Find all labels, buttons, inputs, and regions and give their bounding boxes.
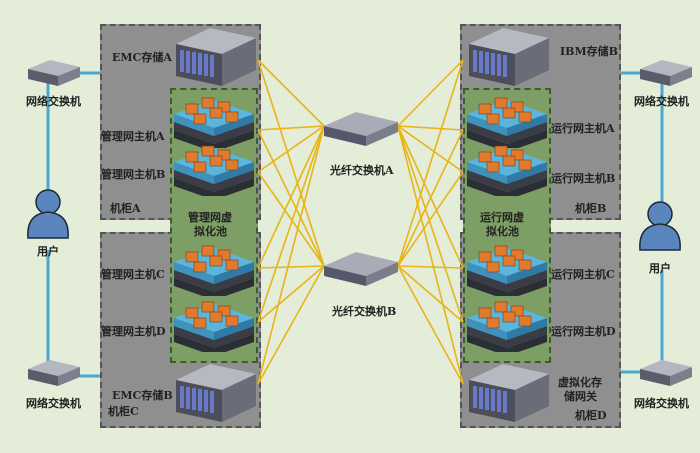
- fc-switch-a-icon: [324, 112, 398, 146]
- storage-gateway-icon: [469, 364, 549, 422]
- network-switch-icon: [28, 60, 80, 86]
- storage-gateway-label-1: 虚拟化存: [558, 376, 602, 389]
- host-label-mgmt-d: 管理网主机D: [101, 325, 166, 338]
- host-label-run-a: 运行网主机A: [551, 122, 615, 135]
- fiber-link: [257, 59, 325, 267]
- fiber-link: [397, 265, 464, 385]
- fc-switch-b-icon: [324, 252, 398, 286]
- fiber-link: [257, 125, 325, 269]
- esx-host-icon: [174, 145, 254, 196]
- fiber-link: [397, 265, 464, 269]
- fiber-link: [397, 125, 464, 385]
- host-label-run-b: 运行网主机B: [551, 172, 616, 185]
- cabinet-label-d: 机柜D: [575, 409, 607, 422]
- fiber-link: [257, 125, 325, 131]
- fiber-link: [257, 265, 325, 323]
- user-label: 用户: [37, 245, 59, 258]
- fiber-link: [397, 125, 464, 269]
- emc-storage-b-icon: [176, 364, 256, 422]
- fiber-link: [257, 125, 325, 385]
- user-icon: [639, 201, 681, 251]
- network-switch-label: 网络交换机: [634, 397, 689, 410]
- host-label-run-d: 运行网主机D: [551, 325, 616, 338]
- esx-host-icon: [467, 245, 547, 296]
- fiber-link: [257, 265, 325, 385]
- network-switch-icon: [640, 360, 692, 386]
- network-switch-icon: [640, 60, 692, 86]
- pool-label-mgmt-2: 拟化池: [194, 225, 227, 238]
- esx-host-icon: [174, 97, 254, 148]
- user-icon: [27, 189, 69, 239]
- fiber-link: [397, 265, 464, 323]
- storage-gateway-label-2: 储网关: [564, 390, 597, 403]
- storage-label-emc-b: EMC存储B: [112, 389, 173, 402]
- fiber-link: [257, 265, 325, 269]
- esx-host-icon: [467, 301, 547, 352]
- storage-label-ibm-b: IBM存储B: [560, 45, 618, 58]
- fc-switch-label-a: 光纤交换机A: [330, 164, 394, 177]
- cabinet-label-a: 机柜A: [110, 202, 141, 215]
- network-switch-label: 网络交换机: [26, 95, 81, 108]
- fiber-link: [257, 125, 325, 173]
- pool-label-run-1: 运行网虚: [480, 211, 524, 224]
- fiber-link: [397, 125, 464, 323]
- fiber-link: [397, 59, 464, 127]
- fiber-link: [397, 59, 464, 267]
- esx-host-icon: [467, 97, 547, 148]
- pool-label-run-2: 拟化池: [486, 225, 519, 238]
- fiber-link: [397, 171, 464, 267]
- fiber-link: [257, 171, 325, 267]
- fiber-link: [257, 125, 325, 323]
- network-switch-icon: [28, 360, 80, 386]
- network-switch-label: 网络交换机: [634, 95, 689, 108]
- cabinet-label-b: 机柜B: [575, 202, 607, 215]
- fiber-link: [397, 125, 464, 173]
- user-label: 用户: [649, 262, 671, 275]
- emc-storage-a-icon: [176, 28, 256, 86]
- pool-label-mgmt-1: 管理网虚: [188, 211, 232, 224]
- esx-host-icon: [467, 145, 547, 196]
- host-label-mgmt-b: 管理网主机B: [101, 168, 166, 181]
- host-label-run-c: 运行网主机C: [551, 268, 615, 281]
- cabinet-label-c: 机柜C: [108, 405, 139, 418]
- host-label-mgmt-a: 管理网主机A: [101, 130, 165, 143]
- network-switch-label: 网络交换机: [26, 397, 81, 410]
- storage-label-emc-a: EMC存储A: [112, 51, 172, 64]
- host-label-mgmt-c: 管理网主机C: [101, 268, 165, 281]
- esx-host-icon: [174, 245, 254, 296]
- fiber-link: [257, 59, 325, 127]
- esx-host-icon: [174, 301, 254, 352]
- ibm-storage-b-icon: [469, 28, 549, 86]
- fc-switch-label-b: 光纤交换机B: [332, 305, 397, 318]
- fiber-link: [397, 125, 464, 131]
